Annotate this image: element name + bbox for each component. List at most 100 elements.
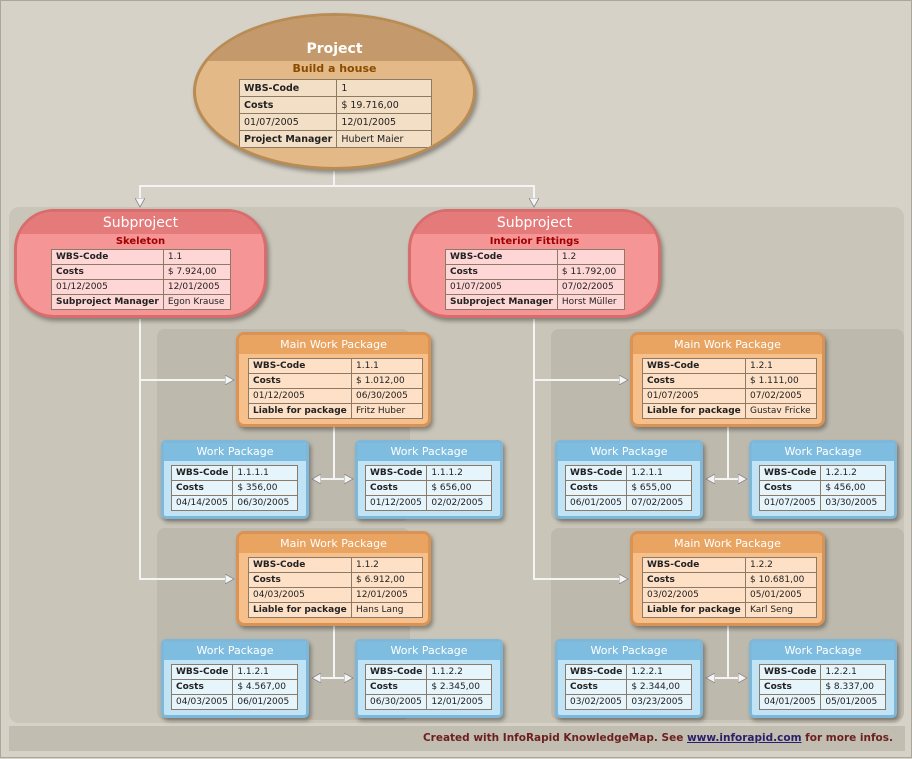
costs-value: $ 1.012,00 bbox=[351, 373, 423, 389]
end-date: 06/30/2005 bbox=[232, 495, 299, 511]
end-date: 05/01/2005 bbox=[745, 587, 817, 603]
end-date: 02/02/2005 bbox=[426, 495, 493, 511]
work-package-title: Work Package bbox=[558, 642, 700, 660]
costs-value: $ 456,00 bbox=[820, 480, 887, 496]
liable-label: Liable for package bbox=[248, 602, 352, 618]
wbs-code-label: WBS-Code bbox=[445, 249, 558, 265]
inforapid-link[interactable]: www.inforapid.com bbox=[686, 732, 802, 744]
end-date: 06/01/2005 bbox=[232, 694, 299, 710]
manager-value: Horst Müller bbox=[556, 294, 625, 310]
start-date: 03/02/2005 bbox=[564, 694, 628, 710]
project-connector bbox=[334, 185, 534, 206]
costs-label: Costs bbox=[170, 679, 234, 695]
manager-label: Project Manager bbox=[238, 130, 338, 148]
costs-label: Costs bbox=[170, 480, 234, 496]
costs-value: $ 2.344,00 bbox=[626, 679, 693, 695]
costs-label: Costs bbox=[642, 572, 746, 588]
wbs-code-value: 1.1.2.1 bbox=[232, 664, 299, 680]
end-date: 12/01/2005 bbox=[162, 279, 231, 295]
work-package-title: Work Package bbox=[358, 443, 500, 461]
costs-label: Costs bbox=[51, 264, 164, 280]
start-date: 06/30/2005 bbox=[364, 694, 428, 710]
end-date: 12/01/2005 bbox=[426, 694, 493, 710]
end-date: 03/23/2005 bbox=[626, 694, 693, 710]
costs-label: Costs bbox=[364, 480, 428, 496]
costs-value: $ 11.792,00 bbox=[556, 264, 625, 280]
end-date: 05/01/2005 bbox=[820, 694, 887, 710]
start-date: 01/07/2005 bbox=[758, 495, 822, 511]
wbs-code-value: 1.2.2 bbox=[745, 557, 817, 573]
work-package-title: Work Package bbox=[164, 642, 306, 660]
start-date: 04/03/2005 bbox=[248, 587, 352, 603]
wbs-code-label: WBS-Code bbox=[564, 664, 628, 680]
start-date: 03/02/2005 bbox=[642, 587, 746, 603]
wbs-code-label: WBS-Code bbox=[758, 465, 822, 481]
main-package-title: Main Work Package bbox=[633, 335, 822, 354]
manager-value: Egon Krause bbox=[162, 294, 231, 310]
liable-label: Liable for package bbox=[248, 403, 352, 419]
costs-label: Costs bbox=[758, 480, 822, 496]
work-package-title: Work Package bbox=[558, 443, 700, 461]
liable-label: Liable for package bbox=[642, 403, 746, 419]
manager-value: Hubert Maier bbox=[336, 130, 433, 148]
start-date: 01/12/2005 bbox=[364, 495, 428, 511]
main-package-title: Main Work Package bbox=[239, 534, 428, 553]
costs-label: Costs bbox=[642, 373, 746, 389]
project-title: Project bbox=[306, 41, 363, 57]
liable-value: Fritz Huber bbox=[351, 403, 423, 419]
costs-value: $ 6.912,00 bbox=[351, 572, 423, 588]
start-date: 06/01/2005 bbox=[564, 495, 628, 511]
wbs-code-label: WBS-Code bbox=[642, 358, 746, 374]
wbs-code-value: 1.1.1 bbox=[351, 358, 423, 374]
work-package-title: Work Package bbox=[358, 642, 500, 660]
footer-suffix: for more infos. bbox=[801, 732, 893, 744]
main-package-title: Main Work Package bbox=[239, 335, 428, 354]
costs-value: $ 655,00 bbox=[626, 480, 693, 496]
start-date: 01/07/2005 bbox=[238, 113, 338, 131]
costs-label: Costs bbox=[564, 480, 628, 496]
wbs-code-label: WBS-Code bbox=[564, 465, 628, 481]
wbs-code-label: WBS-Code bbox=[364, 465, 428, 481]
main-package-title: Main Work Package bbox=[633, 534, 822, 553]
wbs-code-value: 1.1.1.1 bbox=[232, 465, 299, 481]
start-date: 01/12/2005 bbox=[51, 279, 164, 295]
costs-value: $ 1.111,00 bbox=[745, 373, 817, 389]
footer-credit: Created with InfoRapid KnowledgeMap. See… bbox=[423, 732, 893, 744]
liable-label: Liable for package bbox=[642, 602, 746, 618]
costs-value: $ 19.716,00 bbox=[336, 96, 433, 114]
work-package-title: Work Package bbox=[164, 443, 306, 461]
wbs-code-value: 1.1.1.2 bbox=[426, 465, 493, 481]
start-date: 01/12/2005 bbox=[248, 388, 352, 404]
wbs-code-label: WBS-Code bbox=[248, 358, 352, 374]
costs-value: $ 2.345,00 bbox=[426, 679, 493, 695]
wbs-code-label: WBS-Code bbox=[248, 557, 352, 573]
subproject-subtitle: Interior Fittings bbox=[489, 236, 580, 247]
project-connector bbox=[140, 171, 335, 206]
costs-label: Costs bbox=[238, 96, 338, 114]
footer-bar: Created with InfoRapid KnowledgeMap. See… bbox=[9, 726, 905, 751]
